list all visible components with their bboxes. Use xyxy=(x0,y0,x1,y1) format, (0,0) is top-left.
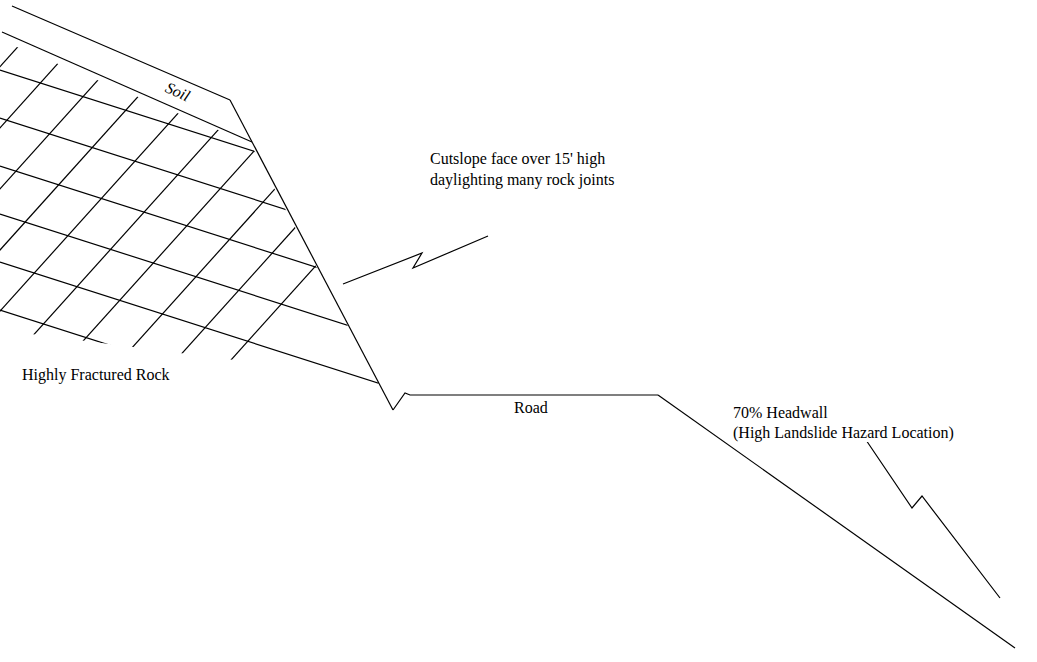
rock-joint xyxy=(0,0,170,420)
rock-joint xyxy=(0,0,225,420)
rock-label: Highly Fractured Rock xyxy=(20,366,172,384)
ground-surface xyxy=(12,6,230,100)
callout-text: daylighting many rock joints xyxy=(428,171,616,189)
rock-joint xyxy=(0,214,420,348)
rock-joint xyxy=(0,0,335,420)
rock-joint xyxy=(177,0,555,420)
rock-joint xyxy=(0,166,420,300)
rock-joint xyxy=(67,0,445,420)
callout-text: Cutslope face over 15' high xyxy=(428,150,607,168)
rock-joint xyxy=(0,358,420,492)
rock-joints xyxy=(0,0,555,492)
headwall-slope xyxy=(658,395,1015,648)
rock-joint xyxy=(0,0,115,420)
callout-text: (High Landslide Hazard Location) xyxy=(731,424,956,442)
cutslope-face xyxy=(230,100,393,410)
rock-joint xyxy=(122,0,500,420)
road-label: Road xyxy=(512,399,550,417)
leader-line xyxy=(866,440,1000,598)
rock-joint xyxy=(12,0,390,420)
soil-base xyxy=(2,32,252,142)
rock-joint xyxy=(0,310,420,444)
rock-joint xyxy=(0,0,60,420)
callout-text: 70% Headwall xyxy=(731,404,830,422)
rock-joint xyxy=(0,0,280,420)
leader-line xyxy=(343,236,488,284)
rock-joint xyxy=(0,70,420,204)
rock-joint xyxy=(0,262,420,396)
